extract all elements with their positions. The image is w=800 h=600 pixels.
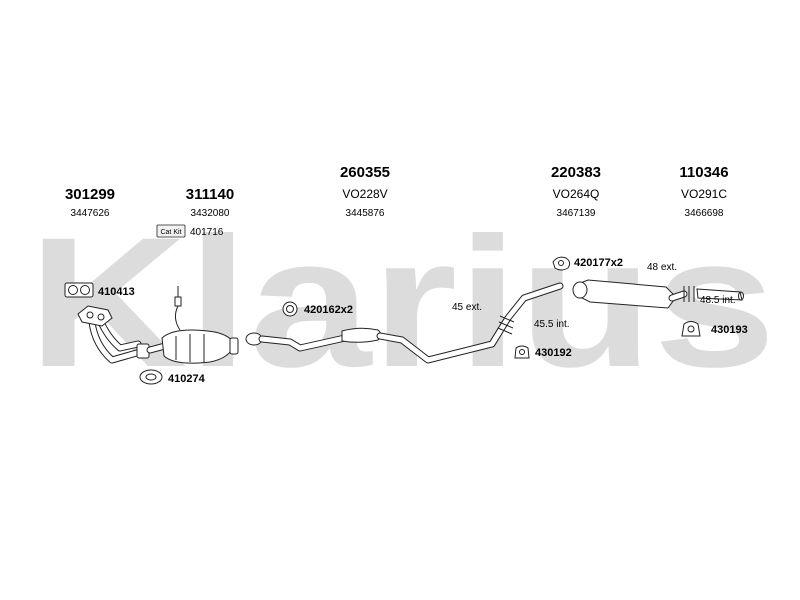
ref-code-vo264q: VO264Q: [553, 187, 600, 201]
callout-420162x2: 420162x2: [304, 304, 353, 316]
callout-430192: 430192: [535, 347, 572, 359]
ref-code-vo228v: VO228V: [342, 187, 387, 201]
tail-pipe: [683, 286, 744, 302]
catalytic-converter: [146, 329, 239, 364]
part-number-220383: 220383: [551, 164, 601, 181]
part-number-260355: 260355: [340, 164, 390, 181]
ref-number-3432080: 3432080: [191, 208, 230, 219]
rear-silencer: [572, 279, 688, 309]
dimension-48-5-int: 48.5 int.: [700, 295, 736, 306]
ref-number-3466698: 3466698: [685, 208, 724, 219]
ref-number-3467139: 3467139: [557, 208, 596, 219]
dimension-45-ext: 45 ext.: [452, 302, 482, 313]
callout-420177x2: 420177x2: [574, 257, 623, 269]
callout-410413: 410413: [98, 286, 135, 298]
ref-number-3445876: 3445876: [346, 208, 385, 219]
lambda-sensor-icon: [174, 286, 182, 331]
cat-kit-label: Cat Kit: [160, 229, 181, 236]
gasket-flange-icon: [64, 282, 94, 298]
part-number-301299: 301299: [65, 186, 115, 203]
cat-kit-number: 401716: [190, 227, 224, 238]
callout-430193: 430193: [711, 324, 748, 336]
front-downpipe: [77, 305, 150, 364]
front-joint-marks: [497, 315, 515, 335]
ref-number-3447626: 3447626: [71, 208, 110, 219]
center-pipe: [245, 282, 564, 364]
callout-410274: 410274: [168, 373, 206, 385]
rubber-mount-mid-icon: [514, 345, 530, 359]
ring-clamp-icon: [282, 301, 298, 317]
rubber-mount-rear-icon: [681, 321, 701, 337]
dimension-48-ext: 48 ext.: [647, 262, 677, 273]
cat-kit-badge: Cat Kit: [156, 224, 186, 238]
dimension-45-5-int: 45.5 int.: [534, 319, 570, 330]
ref-code-vo291c: VO291C: [681, 187, 727, 201]
part-number-311140: 311140: [186, 186, 234, 203]
hanger-pair-icon: [552, 256, 571, 271]
part-number-110346: 110346: [679, 164, 728, 181]
gasket-ring-icon: [139, 369, 163, 385]
